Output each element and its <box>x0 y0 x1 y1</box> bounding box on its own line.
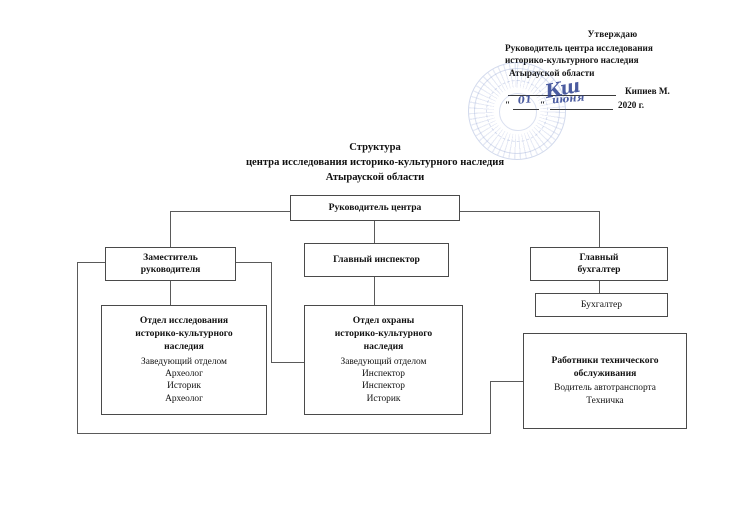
node-chief-accountant[interactable]: Главный бухгалтер <box>530 247 668 281</box>
date-year: 2020 г. <box>618 99 645 110</box>
connector-director-to-accountant-h <box>460 211 600 213</box>
research-dept-staff-item: Археолог <box>165 393 203 404</box>
node-deputy-label-2: руководителя <box>140 264 201 275</box>
approval-line-2: Руководитель центра исследования <box>505 42 653 53</box>
protection-dept-staff-item: Заведующий отделом <box>340 356 427 367</box>
date-quote-close: " <box>540 99 546 110</box>
date-day-rule <box>513 108 539 110</box>
connector-bottom-bus-v-left <box>77 262 79 434</box>
node-accountant[interactable]: Бухгалтер <box>535 293 668 317</box>
research-dept-staff-item: Историк <box>167 381 201 392</box>
title-line-1: Структура <box>349 142 401 153</box>
connector-bottom-bus-h <box>77 433 491 435</box>
node-deputy-label-1: Заместитель <box>143 251 198 263</box>
technical-staff-item: Техничка <box>586 395 624 406</box>
node-protection-department[interactable]: Отдел охраны историко-культурного наслед… <box>304 305 463 415</box>
title-line-2: центра исследования историко-культурного… <box>245 157 505 169</box>
connector-chief-accountant-to-accountant <box>599 280 601 294</box>
connector-chief-inspector-to-protection-dept <box>374 277 376 305</box>
node-chief-inspector-label: Главный инспектор <box>333 253 420 265</box>
connector-director-to-accountant-v <box>599 211 601 248</box>
protection-dept-head-3: наследия <box>363 341 404 353</box>
connector-deputy-to-research-dept <box>170 280 172 305</box>
node-director[interactable]: Руководитель центра <box>290 195 460 221</box>
technical-staff-list: Водитель автотранспорта Техничка <box>554 382 656 407</box>
protection-dept-staff-item: Инспектор <box>362 368 405 379</box>
connector-bottom-bus-v-right <box>490 381 492 434</box>
research-dept-staff-item: Заведующий отделом <box>141 356 227 367</box>
approval-word: Утверждаю <box>587 29 638 39</box>
technical-staff-head-1: Работники технического <box>551 354 659 366</box>
protection-dept-staff-item: Историк <box>366 393 401 404</box>
protection-dept-head-2: историко-культурного <box>334 328 433 340</box>
connector-deputy-to-protection-v <box>271 262 273 363</box>
node-accountant-label: Бухгалтер <box>580 298 623 310</box>
technical-staff-head-2: обслуживания <box>573 368 637 380</box>
research-dept-head-3: наследия <box>164 341 204 353</box>
connector-director-to-deputy-v <box>170 211 172 248</box>
connector-deputy-to-technical-h1 <box>77 262 105 264</box>
connector-director-to-chief-inspector <box>374 220 376 248</box>
connector-to-technical-staff-h <box>490 381 523 383</box>
approval-block: Утверждаю Руководитель центра исследован… <box>505 28 720 112</box>
connector-deputy-to-protection-h2 <box>271 362 304 364</box>
approval-line-3: историко-культурного наследия <box>505 55 639 66</box>
signer-name: Кипиев М. <box>625 85 670 96</box>
node-director-label: Руководитель центра <box>328 201 422 213</box>
research-dept-staff-item: Археолог <box>165 368 203 379</box>
connector-deputy-to-protection-h1 <box>236 262 272 264</box>
connector-director-to-deputy-h <box>170 211 292 213</box>
protection-dept-head-1: Отдел охраны <box>352 314 415 326</box>
protection-dept-staff-list: Заведующий отделом Инспектор Инспектор И… <box>341 356 427 406</box>
research-dept-head-1: Отдел исследования <box>139 314 229 326</box>
node-chief-accountant-label-1: Главный <box>579 251 619 263</box>
title-line-3: Атырауской области <box>325 172 425 184</box>
signature-rule <box>508 94 616 96</box>
date-quote-open: " <box>505 99 511 110</box>
date-row: " " 2020 г. <box>505 98 720 112</box>
approval-line-4: Атырауской области <box>509 68 595 79</box>
node-deputy[interactable]: Заместитель руководителя <box>105 247 236 281</box>
node-chief-accountant-label-2: бухгалтер <box>577 264 621 275</box>
node-research-department[interactable]: Отдел исследования историко-культурного … <box>101 305 267 415</box>
node-technical-staff[interactable]: Работники технического обслуживания Води… <box>523 333 687 429</box>
date-month-rule <box>550 108 613 110</box>
research-dept-staff-list: Заведующий отделом Археолог Историк Архе… <box>141 356 227 406</box>
node-chief-inspector[interactable]: Главный инспектор <box>304 243 449 277</box>
protection-dept-staff-item: Инспектор <box>362 381 405 392</box>
signature-row: Кипиев М. <box>505 85 720 98</box>
research-dept-head-2: историко-культурного <box>135 328 233 340</box>
page-title: Структура центра исследования историко-к… <box>0 140 750 185</box>
technical-staff-item: Водитель автотранспорта <box>554 383 656 394</box>
